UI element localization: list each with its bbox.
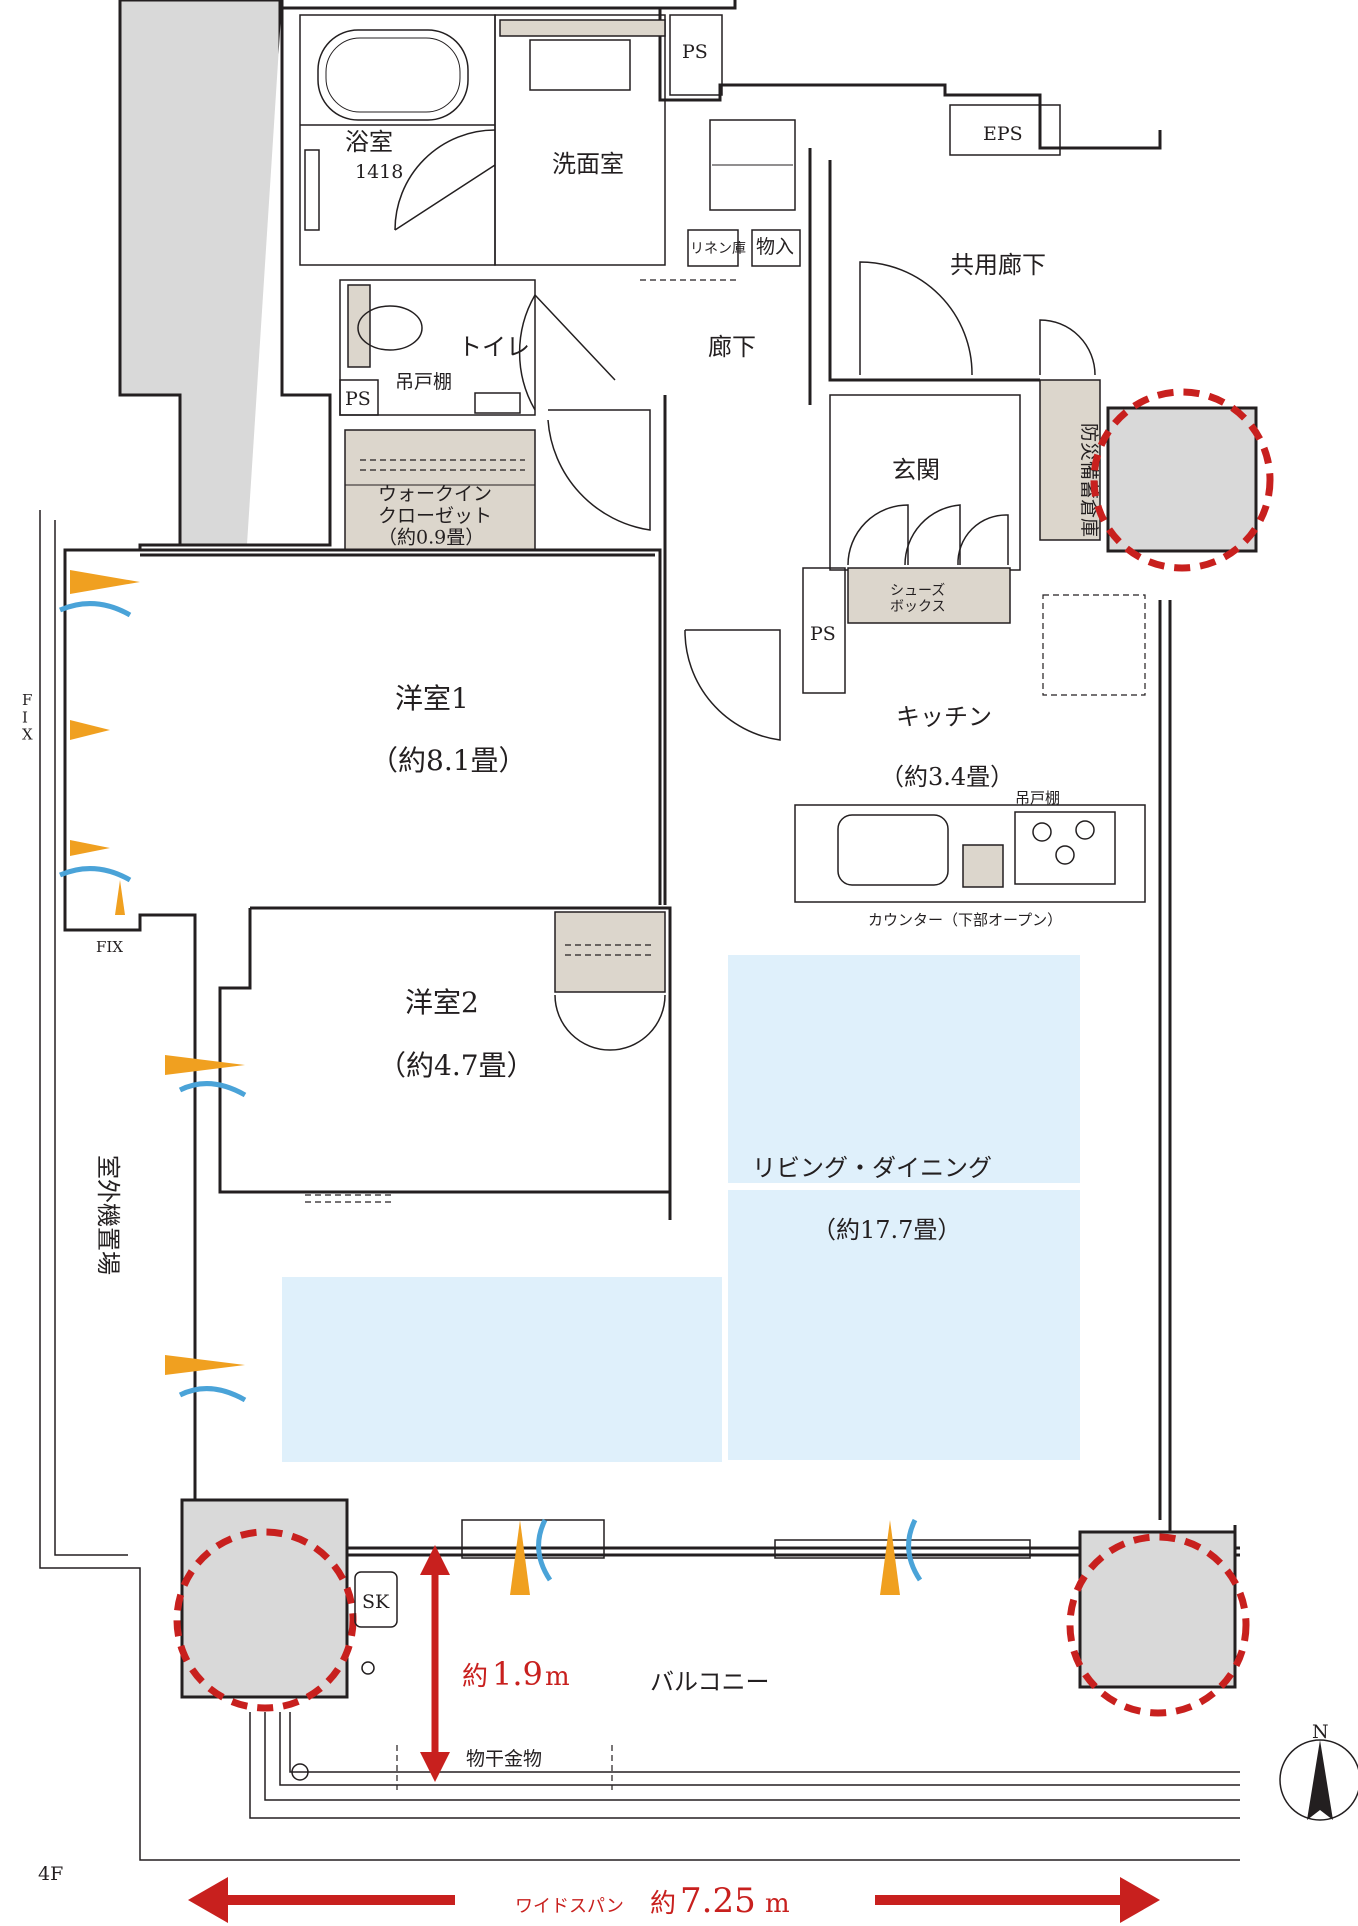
ps-entrance	[802, 567, 846, 694]
balcony-label: バルコニー	[650, 1668, 770, 1696]
kitchen-shelf-label: 吊戸棚	[1015, 789, 1060, 807]
column-top-right-ring	[1090, 388, 1274, 572]
hall-label: 廊下	[708, 333, 756, 361]
wide-span-label: ワイドスパン	[515, 1896, 624, 1917]
kitchen-hanging-shelf	[962, 844, 1004, 888]
closet-room2-door	[554, 994, 666, 1051]
wic-door	[547, 409, 651, 531]
ps-top	[669, 14, 723, 96]
eps	[949, 104, 1061, 156]
wash-counter	[499, 19, 666, 37]
kitchen-sink	[837, 814, 949, 886]
kitchen-size-label: （約3.4畳）	[880, 763, 1014, 791]
outer-wall	[63, 0, 1237, 1555]
kitchen-label: キッチン	[896, 703, 992, 731]
column-bottom-right-ring	[1066, 1533, 1250, 1717]
entrance-label: 玄関	[892, 456, 940, 484]
living-area-lower	[728, 1190, 1080, 1460]
storage-label: 物入	[756, 236, 794, 258]
bathtub	[317, 29, 469, 121]
balcony-depth-value: 1.9	[492, 1655, 543, 1693]
bath-label: 浴室	[345, 128, 393, 156]
burner-3	[1055, 845, 1075, 865]
entrance-door-swing	[859, 261, 973, 376]
column-bottom-left	[180, 1498, 349, 1699]
bathtub-inner	[325, 37, 461, 113]
living-area-upper	[728, 955, 1080, 1183]
north-arrow-icon	[1307, 1740, 1333, 1820]
toilet-label: トイレ	[458, 333, 530, 361]
sk-label: SK	[362, 1591, 390, 1613]
balcony-depth-arrowhead-top	[420, 1545, 450, 1575]
storage-closet	[751, 229, 801, 267]
wide-span-value: 7.25	[680, 1881, 756, 1921]
shoe-door-1	[847, 504, 909, 566]
column-bottom-right	[1078, 1530, 1237, 1689]
window-living-2	[774, 1539, 1031, 1559]
ps-entrance-label: PS	[810, 623, 836, 645]
site-boundary	[39, 510, 1240, 1861]
western2-size-label: （約4.7畳）	[378, 1049, 535, 1082]
living-label: リビング・ダイニング	[752, 1154, 992, 1182]
burner-1	[1032, 822, 1052, 842]
column-top-right	[1106, 406, 1258, 553]
walk-in-closet	[344, 429, 536, 551]
eps-label: EPS	[983, 123, 1023, 145]
wide-span-unit: m	[765, 1889, 790, 1919]
bath-door-swing	[394, 129, 496, 231]
western1-door	[684, 629, 781, 741]
balcony-depth-arrowhead-bottom	[420, 1752, 450, 1782]
washing-machine	[709, 119, 796, 211]
western2-label: 洋室2	[405, 986, 479, 1019]
ps-toilet	[339, 379, 379, 416]
disaster-storage-label: 防災備蓄倉庫	[1078, 423, 1100, 537]
kitchen-stove	[1014, 811, 1116, 885]
north-label: N	[1312, 1721, 1329, 1743]
ps-toilet-label: PS	[345, 388, 371, 410]
balcony-depth-unit: m	[545, 1662, 570, 1692]
shoe-door-2	[904, 504, 961, 566]
balcony-depth-prefix: 約	[462, 1662, 488, 1692]
toilet-tank	[347, 284, 371, 368]
balcony-rail	[279, 1712, 1240, 1786]
column-bottom-left-ring	[173, 1528, 357, 1712]
western1-label: 洋室1	[395, 682, 469, 715]
linen-label: リネン庫	[690, 240, 746, 257]
shoe-box-label: シューズボックス	[890, 583, 946, 615]
floor-label: 4F	[38, 1863, 63, 1885]
closet-room2	[554, 911, 666, 993]
fix-label: FIX	[96, 938, 123, 956]
toilet-room	[339, 279, 536, 416]
wic-label: ウォークインクローゼット（約0.9畳）	[378, 483, 492, 549]
washroom	[494, 14, 666, 266]
disaster-storage	[1039, 379, 1101, 541]
top-wall	[280, 0, 1162, 150]
living-area-left	[282, 1277, 722, 1462]
ps-top-label: PS	[682, 41, 708, 63]
washroom-label: 洗面室	[552, 150, 624, 178]
toilet-shelf-label: 吊戸棚	[395, 371, 452, 393]
toilet-door-swing	[518, 294, 616, 411]
shoe-box	[847, 567, 1011, 624]
ventilation-icon-group	[59, 570, 923, 1595]
living-size-label: （約17.7畳）	[812, 1216, 961, 1244]
drying-label: 物干金物	[466, 1748, 542, 1770]
window-living-1	[461, 1519, 605, 1559]
counter-label: カウンター（下部オープン）	[868, 911, 1062, 929]
slop-sink	[354, 1571, 398, 1628]
toilet-bowl	[357, 305, 423, 351]
common-corridor-label: 共用廊下	[950, 251, 1046, 279]
linen-closet	[687, 229, 739, 267]
wide-span-prefix: 約	[650, 1889, 676, 1919]
kitchen-counter-area	[794, 804, 1146, 903]
burner-2	[1075, 820, 1095, 840]
shoe-door-3	[957, 514, 1009, 566]
western1-size-label: （約8.1畳）	[370, 744, 527, 777]
outdoor-unit-label: 室外機置場	[94, 1155, 122, 1275]
storage-door-swing	[1039, 319, 1096, 376]
bath-size-label: 1418	[355, 161, 403, 183]
